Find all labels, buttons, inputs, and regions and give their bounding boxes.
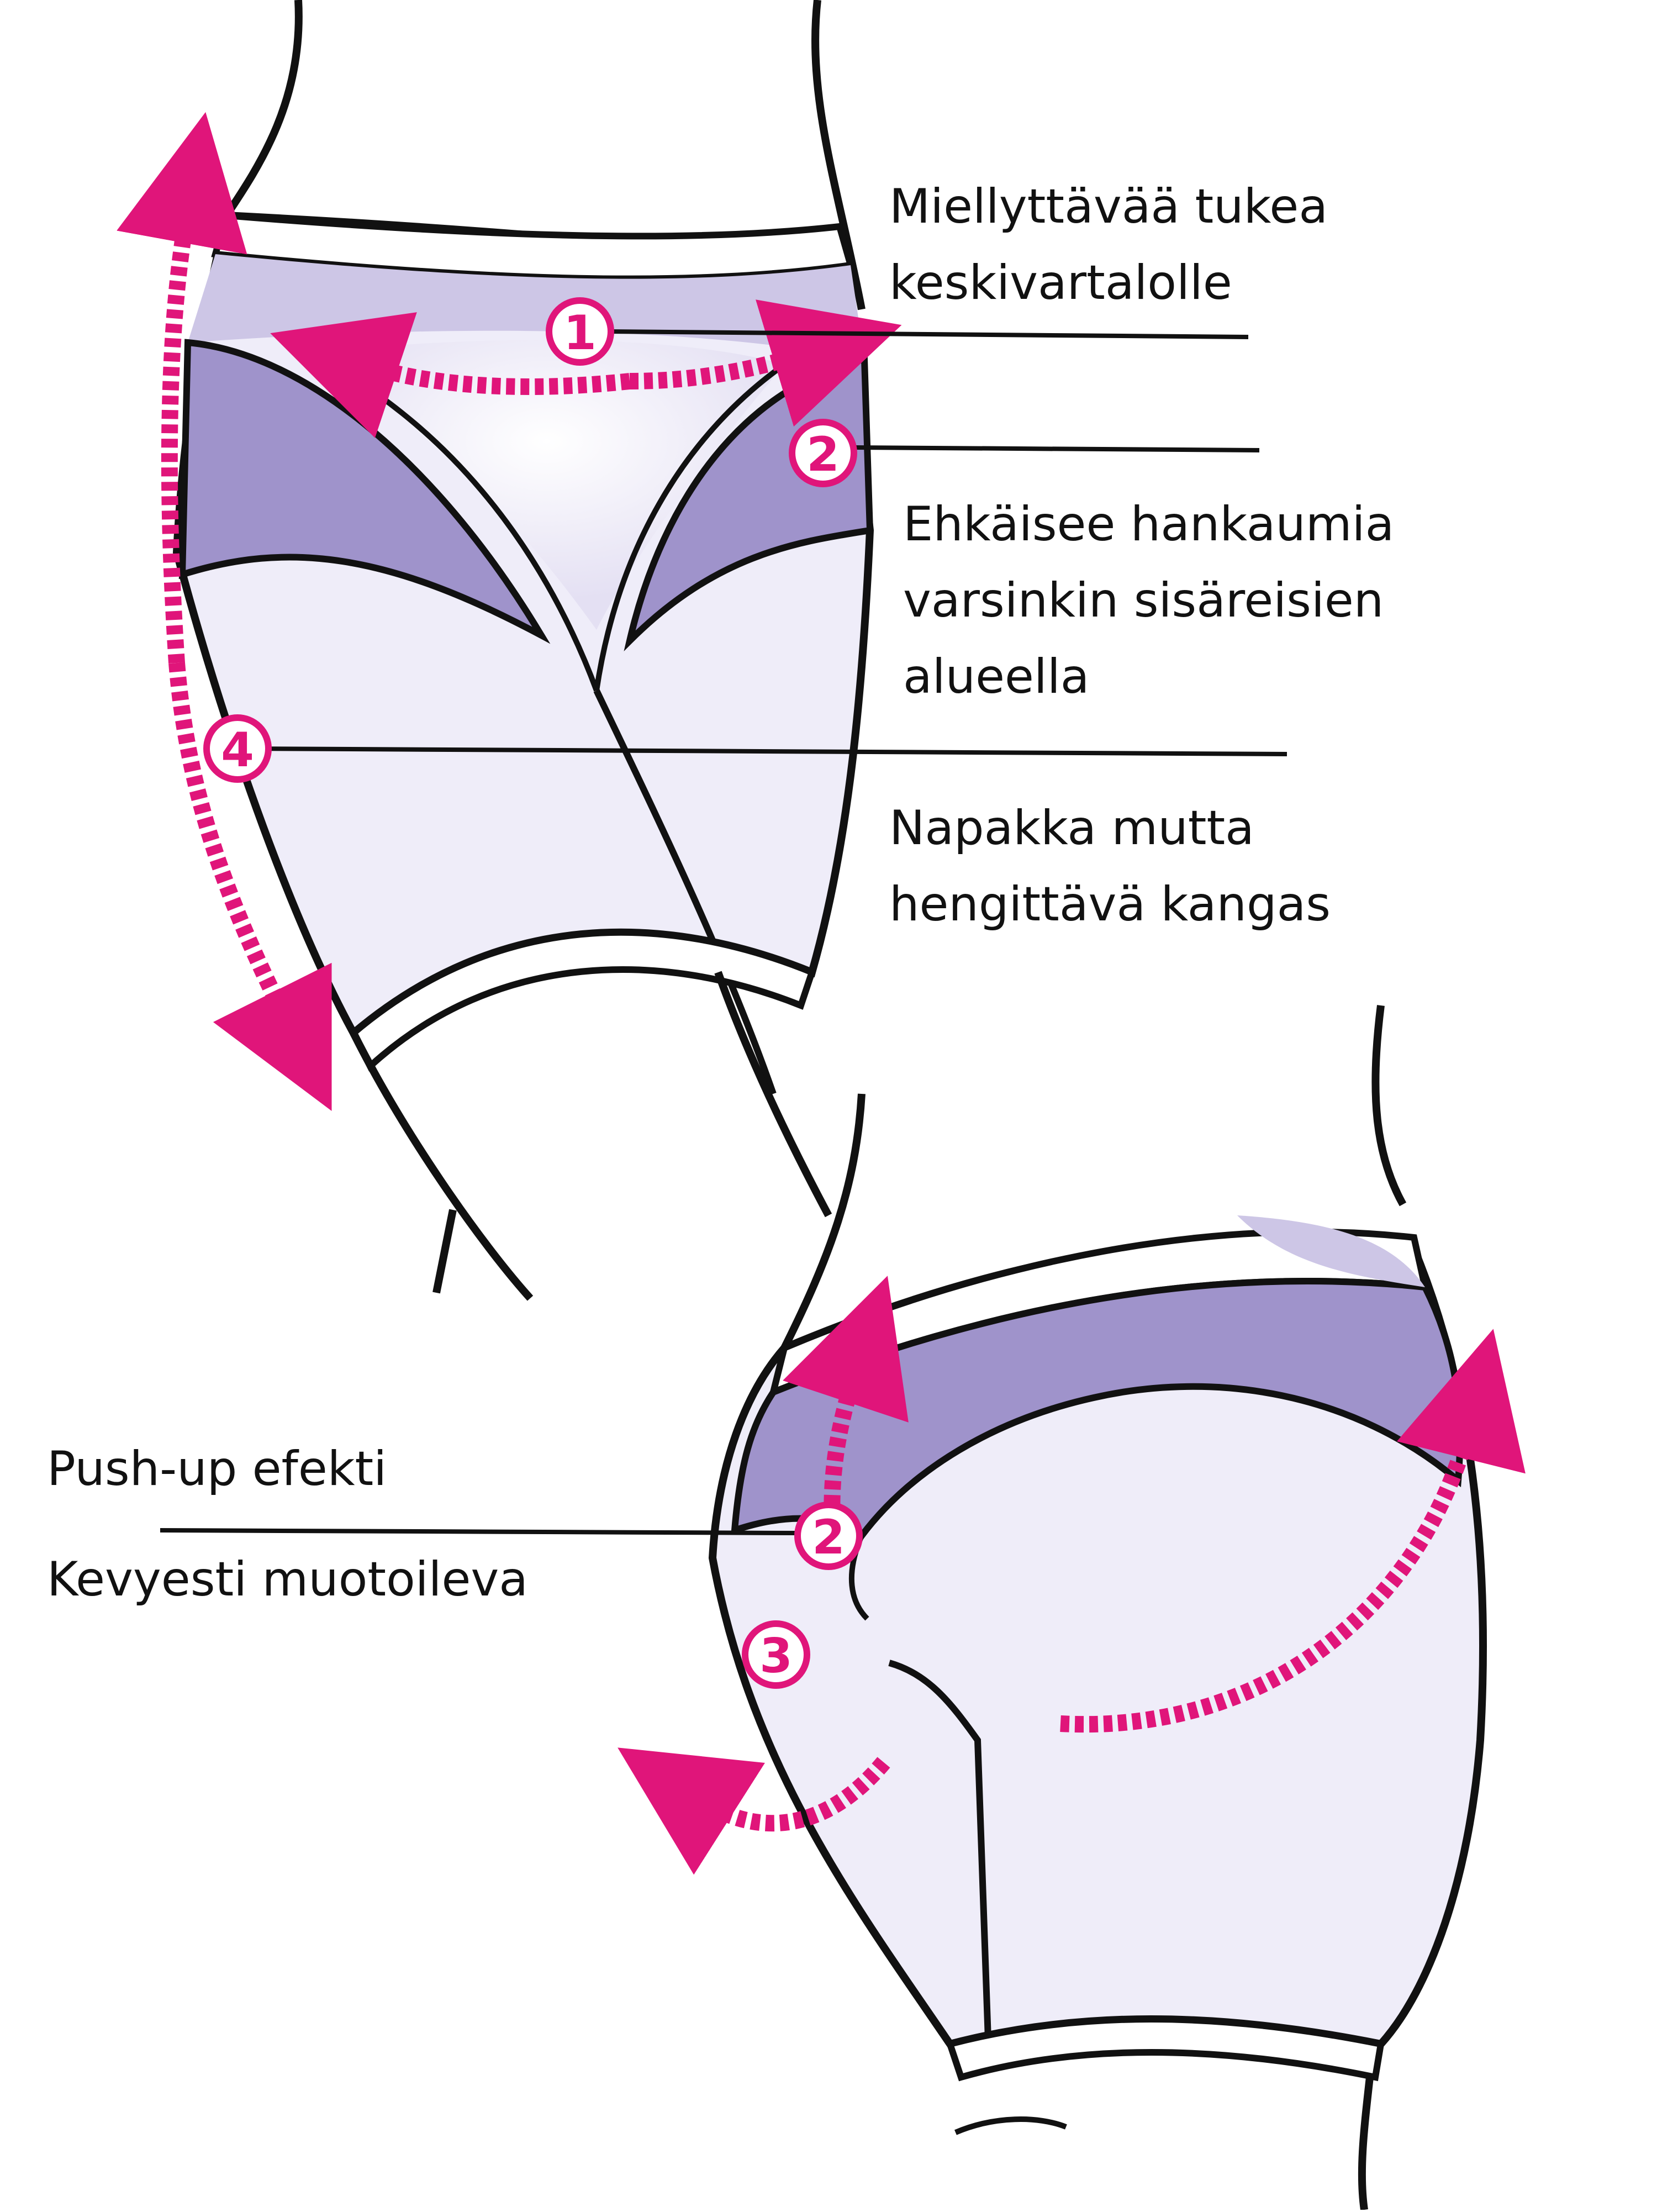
back-marker-2-text: 2 — [812, 1510, 845, 1565]
front-callout-line-4 — [242, 746, 1287, 756]
back-purple-highlight — [1237, 1215, 1425, 1287]
label-pushup: Push-up efekti — [47, 1431, 387, 1507]
label-chafing-line-2: varsinkin sisäreisien — [903, 573, 1384, 628]
label-shaping: Kevyesti muotoileva — [47, 1541, 528, 1618]
back-marker-3: 3 — [742, 1620, 810, 1689]
front-callout-line-1 — [607, 329, 1249, 339]
back-arrow-left-curve — [618, 1747, 890, 1875]
label-pushup-text: Push-up efekti — [47, 1441, 387, 1497]
front-callout-line-2 — [856, 445, 1260, 452]
front-marker-2: 2 — [789, 419, 857, 487]
label-shaping-text: Kevyesti muotoileva — [47, 1552, 529, 1607]
back-leg-hem — [946, 2016, 1385, 2082]
label-chafing-line-1: Ehkäisee hankaumia — [903, 497, 1395, 552]
front-marker-4: 4 — [203, 714, 272, 783]
front-leg-hem — [349, 929, 816, 1072]
front-seam-right — [594, 362, 786, 691]
front-leg-outer — [350, 1031, 534, 1301]
back-marker-3-text: 3 — [759, 1629, 793, 1684]
label-support-line-2: keskivartalolle — [889, 255, 1232, 310]
label-fabric: Napakka mutta hengittävä kangas — [889, 790, 1331, 942]
back-figure: 2 3 — [160, 1005, 1526, 2210]
back-purple-panel — [731, 1278, 1464, 1541]
front-arrow-horizontal-right — [629, 299, 902, 427]
label-fabric-line-1: Napakka mutta — [889, 800, 1254, 856]
label-support: Miellyttävää tukea keskivartalolle — [889, 168, 1328, 321]
front-marker-2-text: 2 — [806, 427, 840, 482]
label-fabric-line-2: hengittävä kangas — [889, 877, 1331, 932]
back-torso-left — [780, 1093, 866, 1350]
back-torso-right — [1371, 1005, 1407, 1207]
back-leg-lines — [954, 2116, 1067, 2135]
back-leg-outer — [1358, 2077, 1374, 2210]
label-chafing-line-3: alueella — [903, 649, 1090, 704]
front-arrow-horizontal-left — [270, 312, 631, 438]
back-callout-line-2 — [160, 1528, 796, 1535]
back-arrow-right-curve — [1060, 1329, 1526, 1733]
front-marker-1-text: 1 — [563, 306, 597, 361]
front-leg-other — [432, 1209, 457, 1294]
front-marker-4-text: 4 — [221, 723, 254, 778]
front-torso-left — [223, 0, 303, 218]
back-marker-2: 2 — [794, 1502, 863, 1570]
front-figure: 1 2 4 — [117, 0, 1287, 1301]
front-arrow-side-down — [168, 662, 332, 1112]
label-support-line-1: Miellyttävää tukea — [889, 179, 1328, 234]
front-belly-glow — [309, 340, 784, 630]
front-marker-1: 1 — [546, 297, 614, 366]
label-chafing: Ehkäisee hankaumia varsinkin sisäreisien… — [903, 486, 1394, 715]
back-buttock-curve — [888, 1660, 992, 2056]
front-leg-inner — [714, 971, 832, 1218]
